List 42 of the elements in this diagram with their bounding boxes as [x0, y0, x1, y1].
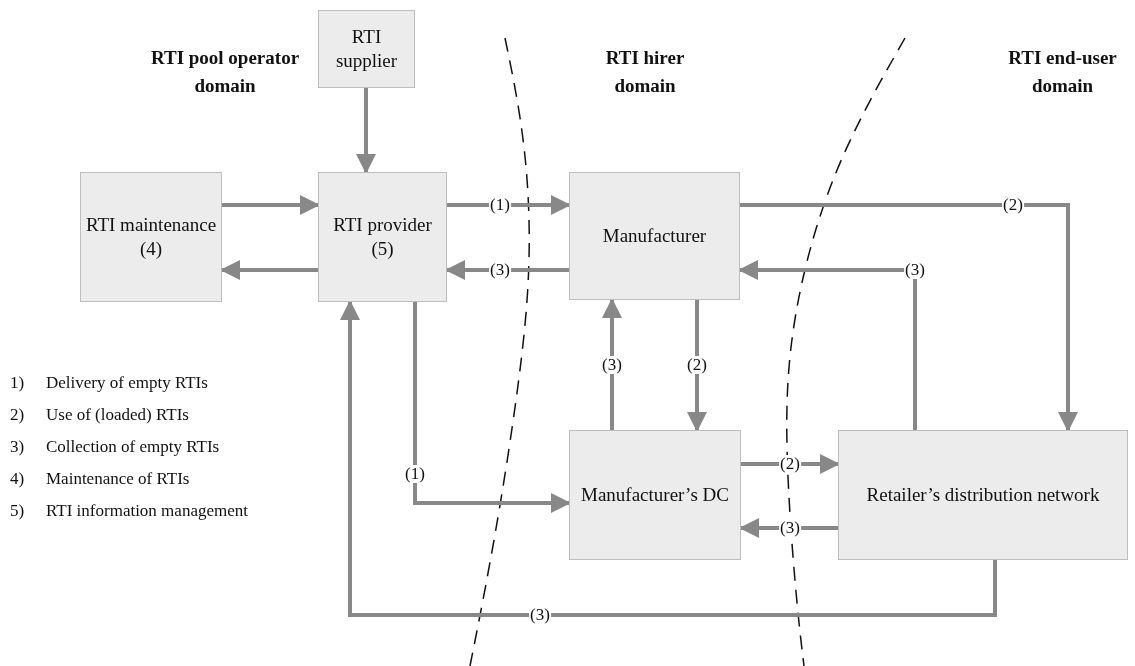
edge-label: (3) — [529, 606, 551, 624]
process-box: RTI provider (5) — [318, 172, 447, 302]
edge-label: (3) — [601, 356, 623, 374]
arrow — [739, 518, 838, 538]
domain-heading: RTI hirer domain — [604, 46, 686, 98]
edge-label: (2) — [1002, 196, 1024, 214]
legend-text: Use of (loaded) RTIs — [46, 404, 189, 426]
arrow — [741, 454, 840, 474]
process-box: RTI supplier — [318, 10, 415, 88]
list-number: 2) — [10, 404, 25, 426]
edge-label: (2) — [779, 455, 801, 473]
process-box: Manufacturer — [569, 172, 740, 300]
list-number: 3) — [10, 436, 25, 458]
process-box: RTI maintenance (4) — [80, 172, 222, 302]
arrow — [602, 298, 622, 430]
edge-label: (3) — [489, 261, 511, 279]
edge-label: (1) — [489, 196, 511, 214]
process-box: Manufacturer’s DC — [569, 430, 741, 560]
arrow — [738, 260, 917, 430]
list-number: 5) — [10, 500, 25, 522]
list-number: 4) — [10, 468, 25, 490]
arrow — [687, 300, 707, 432]
arrow — [220, 260, 318, 280]
arrow — [356, 88, 376, 174]
arrow — [740, 203, 1078, 432]
legend-text: Delivery of empty RTIs — [46, 372, 208, 394]
process-box: Retailer’s distribution network — [838, 430, 1128, 560]
legend-text: RTI information management — [46, 500, 248, 522]
arrow — [340, 300, 997, 617]
domain-heading: RTI pool operator domain — [149, 46, 301, 98]
arrow — [222, 195, 320, 215]
edge-label: (3) — [904, 261, 926, 279]
edge-label: (3) — [779, 519, 801, 537]
list-number: 1) — [10, 372, 25, 394]
arrow — [447, 195, 571, 215]
edge-label: (2) — [686, 356, 708, 374]
legend-text: Collection of empty RTIs — [46, 436, 220, 458]
legend-text: Maintenance of RTIs — [46, 468, 190, 490]
arrow — [445, 260, 569, 280]
domain-heading: RTI end-user domain — [1007, 46, 1118, 98]
arrow — [413, 302, 571, 513]
edge-label: (1) — [404, 465, 426, 483]
